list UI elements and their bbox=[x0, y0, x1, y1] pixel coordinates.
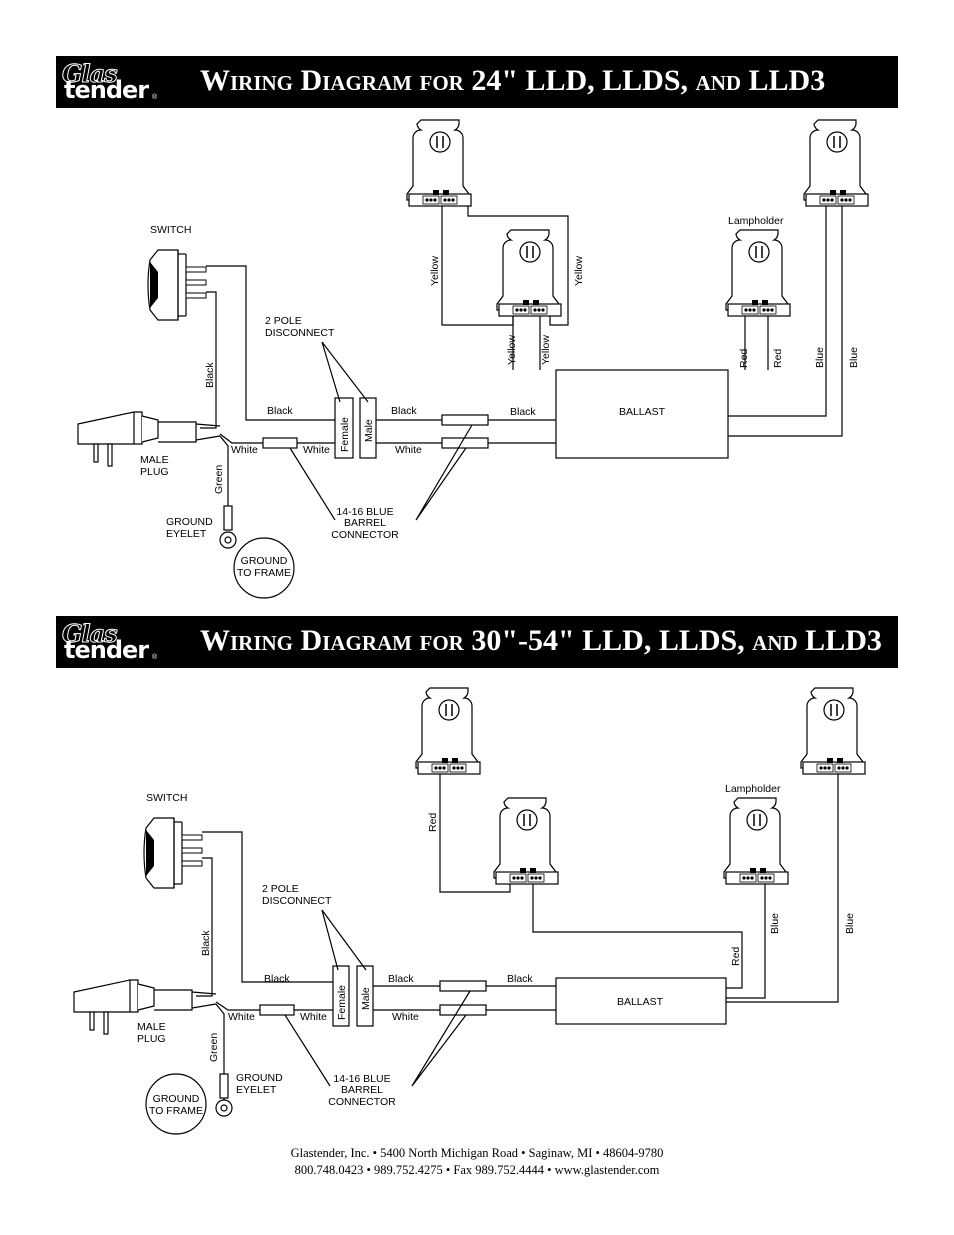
red-wire-label-1: Red bbox=[738, 349, 750, 368]
lampholder-mid-left bbox=[496, 229, 562, 317]
lampholder-2-mid-left bbox=[493, 797, 559, 885]
wires-24 bbox=[158, 206, 843, 599]
diagram-2-title: Wiring Diagram for 30"-54" LLD, LLDS, an… bbox=[200, 624, 882, 657]
yellow-wire-label-3: Yellow bbox=[506, 335, 518, 365]
lampholder-label-2: Lampholder bbox=[725, 783, 781, 795]
switch-symbol-2 bbox=[143, 817, 203, 889]
barrel-label-3: CONNECTOR bbox=[331, 529, 399, 541]
white-wire-2-label-3: White bbox=[392, 1011, 419, 1023]
white-wire-label-2: White bbox=[303, 444, 330, 456]
yellow-wire-label-4: Yellow bbox=[540, 335, 552, 365]
wiring-diagram-24: SWITCH Lampholder 2 POLE DISCONNECT Blac… bbox=[77, 119, 869, 599]
registered-mark-2: ® bbox=[152, 654, 158, 661]
switch-label: SWITCH bbox=[150, 224, 191, 236]
male-connector-2-label: Male bbox=[360, 987, 372, 1010]
white-wire-label-3: White bbox=[395, 444, 422, 456]
lampholder-top-right bbox=[803, 119, 869, 207]
barrel-2-label-2: BARREL bbox=[341, 1084, 383, 1096]
disconnect-label-1: 2 POLE bbox=[265, 315, 302, 327]
glastender-logo: Glas tender ® bbox=[60, 58, 158, 106]
glastender-logo-2: Glas tender ® bbox=[60, 618, 158, 666]
white-wire-2-label-1: White bbox=[228, 1011, 255, 1023]
diagram-1-title: Wiring Diagram for 24" LLD, LLDS, and LL… bbox=[200, 64, 826, 97]
lampholder-label: Lampholder bbox=[728, 215, 784, 227]
black-wire-label-1: Black bbox=[267, 405, 293, 417]
blue-wire-2-label-1: Blue bbox=[769, 913, 781, 934]
male-plug-label-1: MALE bbox=[140, 454, 169, 466]
footer-contact: 800.748.0423 • 989.752.4275 • Fax 989.75… bbox=[294, 1163, 660, 1177]
disconnect-2-label-2: DISCONNECT bbox=[262, 895, 332, 907]
logo-tender-text: tender bbox=[64, 76, 149, 104]
black-wire-vertical-label: Black bbox=[204, 362, 216, 388]
disconnect-label-2: DISCONNECT bbox=[265, 327, 335, 339]
blue-wire-label-1: Blue bbox=[814, 347, 826, 368]
logo-tender-text-2: tender bbox=[64, 636, 149, 664]
male-plug-label-2: PLUG bbox=[140, 466, 169, 478]
ground-eyelet-label-1: GROUND bbox=[166, 516, 213, 528]
lampholder-mid-right bbox=[725, 229, 791, 317]
male-plug-2-label-1: MALE bbox=[137, 1021, 166, 1033]
lampholder-2-top-left bbox=[415, 687, 481, 775]
male-plug-2-label-2: PLUG bbox=[137, 1033, 166, 1045]
yellow-wire-label-1: Yellow bbox=[429, 256, 441, 286]
logo-glas-text: Glas bbox=[62, 59, 119, 89]
wiring-diagram-30-54: SWITCH Lampholder 2 POLE DISCONNECT Blac… bbox=[73, 687, 866, 1135]
diagram-1-header: Glas tender ® Wiring Diagram for 24" LLD… bbox=[56, 56, 898, 108]
red-wire-2-label-2: Red bbox=[730, 947, 742, 966]
blue-wire-label-2: Blue bbox=[848, 347, 860, 368]
ground-eyelet-2-label-2: EYELET bbox=[236, 1084, 277, 1096]
registered-mark: ® bbox=[152, 94, 158, 101]
white-wire-label-1: White bbox=[231, 444, 258, 456]
ground-frame-2-label-2: TO FRAME bbox=[149, 1105, 203, 1117]
footer-address: Glastender, Inc. • 5400 North Michigan R… bbox=[290, 1146, 664, 1160]
black-wire-2-label-3: Black bbox=[507, 973, 533, 985]
female-connector-2-label: Female bbox=[336, 985, 348, 1020]
black-wire-2-vertical-label: Black bbox=[200, 930, 212, 956]
ground-eyelet-label-2: EYELET bbox=[166, 528, 207, 540]
diagram-2-header: Glas tender ® Wiring Diagram for 30"-54"… bbox=[56, 616, 898, 668]
ballast-label: BALLAST bbox=[619, 406, 666, 418]
wires-30-54 bbox=[145, 774, 839, 1135]
black-wire-2-label-1: Black bbox=[264, 973, 290, 985]
ground-eyelet-2-label-1: GROUND bbox=[236, 1072, 283, 1084]
white-wire-2-label-2: White bbox=[300, 1011, 327, 1023]
female-connector-label: Female bbox=[339, 417, 351, 452]
lampholder-2-top-right bbox=[800, 687, 866, 775]
blue-wire-2-label-2: Blue bbox=[844, 913, 856, 934]
red-wire-label-2: Red bbox=[772, 349, 784, 368]
barrel-2-label-3: CONNECTOR bbox=[328, 1096, 396, 1108]
green-wire-label: Green bbox=[213, 465, 225, 494]
green-wire-2-label: Green bbox=[208, 1033, 220, 1062]
barrel-2-label-1: 14-16 BLUE bbox=[333, 1073, 390, 1085]
switch-symbol bbox=[147, 249, 207, 321]
lampholder-2-mid-right bbox=[723, 797, 789, 885]
black-wire-2-label-2: Black bbox=[388, 973, 414, 985]
yellow-wire-label-2: Yellow bbox=[573, 256, 585, 286]
ballast-2-label: BALLAST bbox=[617, 996, 664, 1008]
barrel-label-1: 14-16 BLUE bbox=[336, 506, 393, 518]
barrel-label-2: BARREL bbox=[344, 517, 386, 529]
lampholder-top-left bbox=[406, 119, 472, 207]
disconnect-2-label-1: 2 POLE bbox=[262, 883, 299, 895]
ground-frame-label-2: TO FRAME bbox=[237, 567, 291, 579]
red-wire-2-label-1: Red bbox=[427, 813, 439, 832]
logo-glas-text-2: Glas bbox=[62, 619, 119, 649]
black-wire-label-2: Black bbox=[391, 405, 417, 417]
black-wire-label-3: Black bbox=[510, 406, 536, 418]
switch-label-2: SWITCH bbox=[146, 792, 187, 804]
male-connector-label: Male bbox=[363, 419, 375, 442]
ground-frame-label-1: GROUND bbox=[241, 555, 288, 567]
ground-frame-2-label-1: GROUND bbox=[153, 1093, 200, 1105]
